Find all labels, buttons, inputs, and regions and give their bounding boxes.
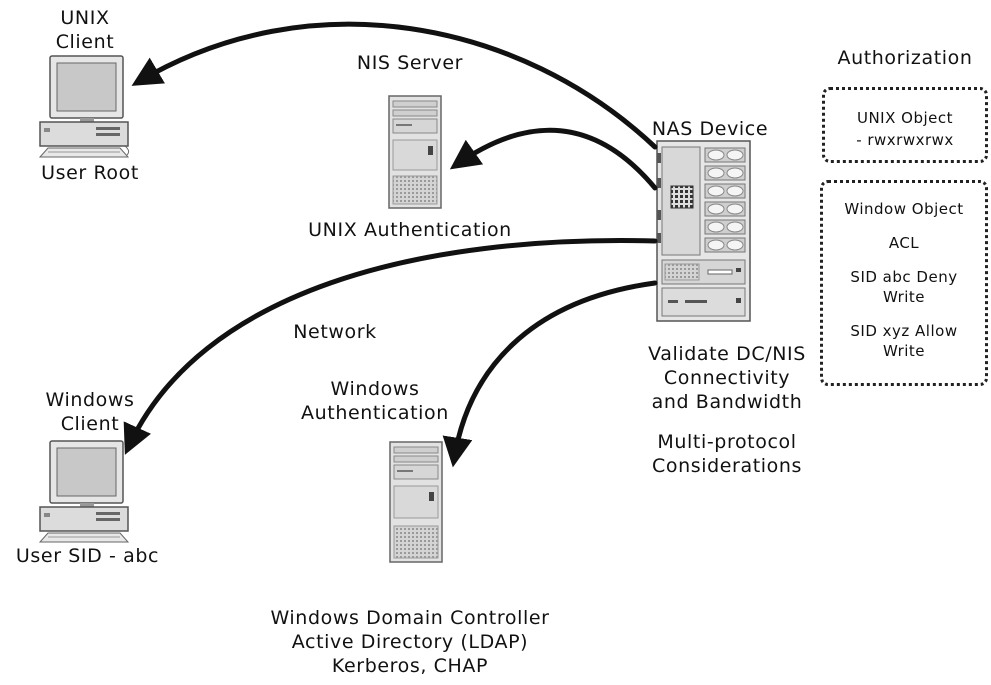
- validate-line2: Connectivity: [663, 367, 791, 389]
- authorization-title: Authorization: [837, 47, 973, 69]
- network-label: Network: [293, 321, 377, 343]
- arrow-nas-to-nis-server: [449, 127, 658, 191]
- validate-line1: Validate DC/NIS: [648, 343, 806, 365]
- sid-abc-deny-label: SID abc Deny: [850, 268, 958, 286]
- unix-client-label: UNIX Client: [30, 6, 140, 54]
- arrow-nas-to-windows-client: [123, 238, 658, 455]
- window-object-box: Window Object ACL SID abc Deny Write SID…: [820, 180, 988, 386]
- windows-user-sid-label: User SID - abc: [15, 545, 160, 567]
- unix-object-line2: - rwxrwxrwx: [856, 131, 954, 149]
- acl-label: ACL: [888, 234, 920, 252]
- nis-server-title: NIS Server: [356, 52, 464, 74]
- windows-client-computer-icon: [38, 440, 130, 543]
- windows-client-label-line2: Client: [60, 413, 120, 435]
- multiprotocol-line1: Multi-protocol: [657, 431, 797, 453]
- nas-device-icon: [656, 140, 751, 322]
- dc-line3: Kerberos, CHAP: [331, 655, 489, 677]
- windows-auth-line1: Windows: [330, 378, 420, 400]
- unix-client-computer-icon: [38, 55, 130, 158]
- unix-authentication-label: UNIX Authentication: [308, 219, 512, 241]
- dc-line1: Windows Domain Controller: [270, 607, 550, 629]
- dc-line2: Active Directory (LDAP): [291, 631, 529, 653]
- unix-client-label-line2: Client: [55, 31, 115, 53]
- windows-auth-line2: Authentication: [301, 402, 449, 424]
- multiprotocol-line2: Considerations: [651, 455, 802, 477]
- windows-client-label-line1: Windows: [45, 389, 135, 411]
- sid-abc-write-label: Write: [882, 288, 926, 306]
- unix-user-root-label: User Root: [41, 162, 139, 184]
- unix-object-box: UNIX Object - rwxrwxrwx: [822, 87, 988, 163]
- arrow-nas-to-domain-controller: [442, 280, 658, 468]
- multiprotocol-text: Multi-protocol Considerations: [617, 430, 837, 478]
- unix-client-label-line1: UNIX: [60, 7, 110, 29]
- nas-device-title: NAS Device: [651, 118, 769, 140]
- domain-controller-server-icon: [389, 441, 443, 563]
- sid-xyz-allow-label: SID xyz Allow: [850, 322, 958, 340]
- domain-controller-label: Windows Domain Controller Active Directo…: [230, 606, 590, 678]
- validate-line3: and Bandwidth: [651, 391, 803, 413]
- sid-xyz-write-label: Write: [882, 342, 926, 360]
- windows-client-label: Windows Client: [20, 388, 160, 436]
- arrow-nas-to-unix-client: [131, 21, 658, 150]
- validate-connectivity-text: Validate DC/NIS Connectivity and Bandwid…: [617, 342, 837, 414]
- unix-object-line1: UNIX Object: [856, 109, 954, 127]
- nis-server-icon: [388, 95, 442, 209]
- windows-authentication-label: Windows Authentication: [285, 377, 465, 425]
- window-object-title: Window Object: [844, 200, 964, 218]
